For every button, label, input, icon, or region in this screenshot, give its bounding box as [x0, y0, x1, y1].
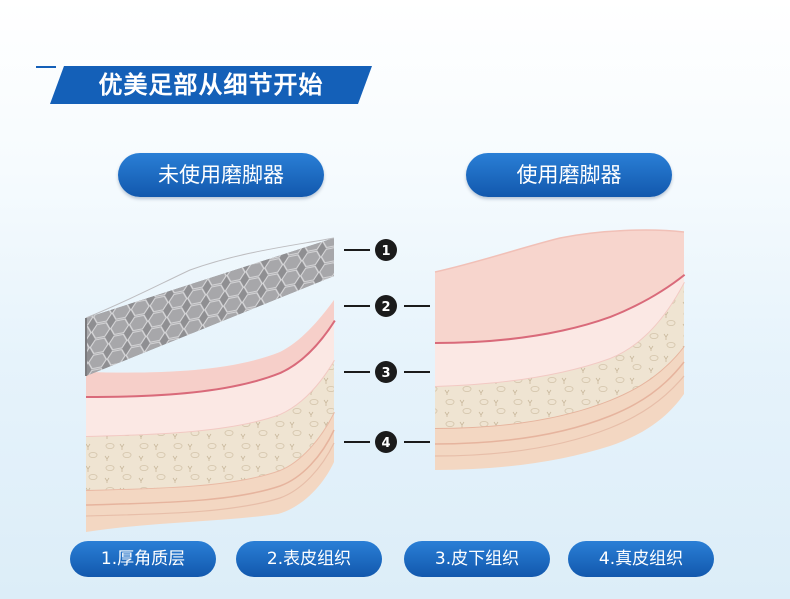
- left-skin-stack: [85, 237, 336, 532]
- legend-subcutaneous: 3.皮下组织: [404, 541, 550, 577]
- page-title: 优美足部从细节开始: [98, 71, 324, 99]
- marker-3: 3: [344, 361, 430, 383]
- title-accent-line: [36, 66, 56, 68]
- svg-text:4: 4: [381, 436, 390, 451]
- title-banner: [50, 66, 372, 104]
- marker-1: 1: [344, 239, 397, 261]
- marker-4: 4: [344, 431, 430, 453]
- marker-2: 2: [344, 295, 430, 317]
- left-callus-layer: [85, 237, 335, 376]
- legend-callus: 1.厚角质层: [70, 541, 216, 577]
- svg-text:2: 2: [381, 300, 390, 315]
- legend-epidermis: 2.表皮组织: [236, 541, 382, 577]
- legend-dermis: 4.真皮组织: [568, 541, 714, 577]
- right-skin-stack: [434, 229, 686, 470]
- left-epidermis-layer: [85, 300, 336, 436]
- label-with-tool: 使用磨脚器: [466, 153, 672, 197]
- svg-text:3: 3: [381, 366, 390, 381]
- layer-markers: 1 2 3 4: [344, 239, 430, 453]
- svg-text:1: 1: [381, 244, 390, 259]
- label-without-tool: 未使用磨脚器: [118, 153, 324, 197]
- right-epidermis-layer: [434, 229, 686, 386]
